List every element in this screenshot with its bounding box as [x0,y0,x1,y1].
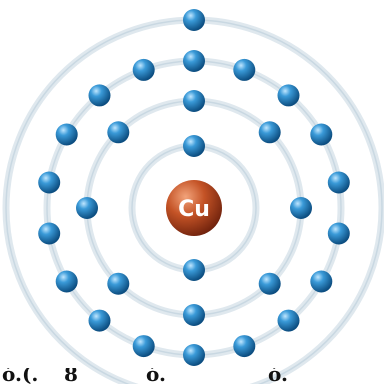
caption-fragment: ó.(. [2,368,38,384]
electron-M-2 [233,59,255,81]
electron-M-15 [38,172,60,194]
electron-M-12 [89,310,111,332]
electron-N-1 [183,9,205,31]
electron-M-11 [133,335,155,357]
electron-L-1 [183,90,205,112]
electron-L-7 [76,197,98,219]
electron-K-1 [183,135,205,157]
nucleus: Cu [166,180,222,236]
electron-M-16 [56,124,78,146]
electron-L-8 [107,121,129,143]
electron-M-1 [183,50,205,72]
caption-fragment: 8 [64,368,78,384]
electron-L-2 [259,121,281,143]
electron-M-3 [278,84,300,106]
electron-K-2 [183,259,205,281]
electron-L-3 [290,197,312,219]
element-symbol: Cu [178,197,210,222]
electron-M-18 [133,59,155,81]
electron-M-5 [328,172,350,194]
electron-M-13 [56,271,78,293]
electron-M-7 [310,271,332,293]
electron-M-4 [310,124,332,146]
electron-L-4 [259,273,281,295]
electron-L-6 [107,273,129,295]
electron-M-6 [328,223,350,245]
caption: ó.(. 8 ó. ó. [0,368,384,384]
electron-M-17 [89,84,111,106]
electron-L-5 [183,304,205,326]
electron-M-9 [233,335,255,357]
electron-M-14 [38,223,60,245]
caption-fragment: ó. [268,368,288,384]
caption-fragment: ó. [146,368,166,384]
electron-M-8 [278,310,300,332]
electron-M-10 [183,344,205,366]
